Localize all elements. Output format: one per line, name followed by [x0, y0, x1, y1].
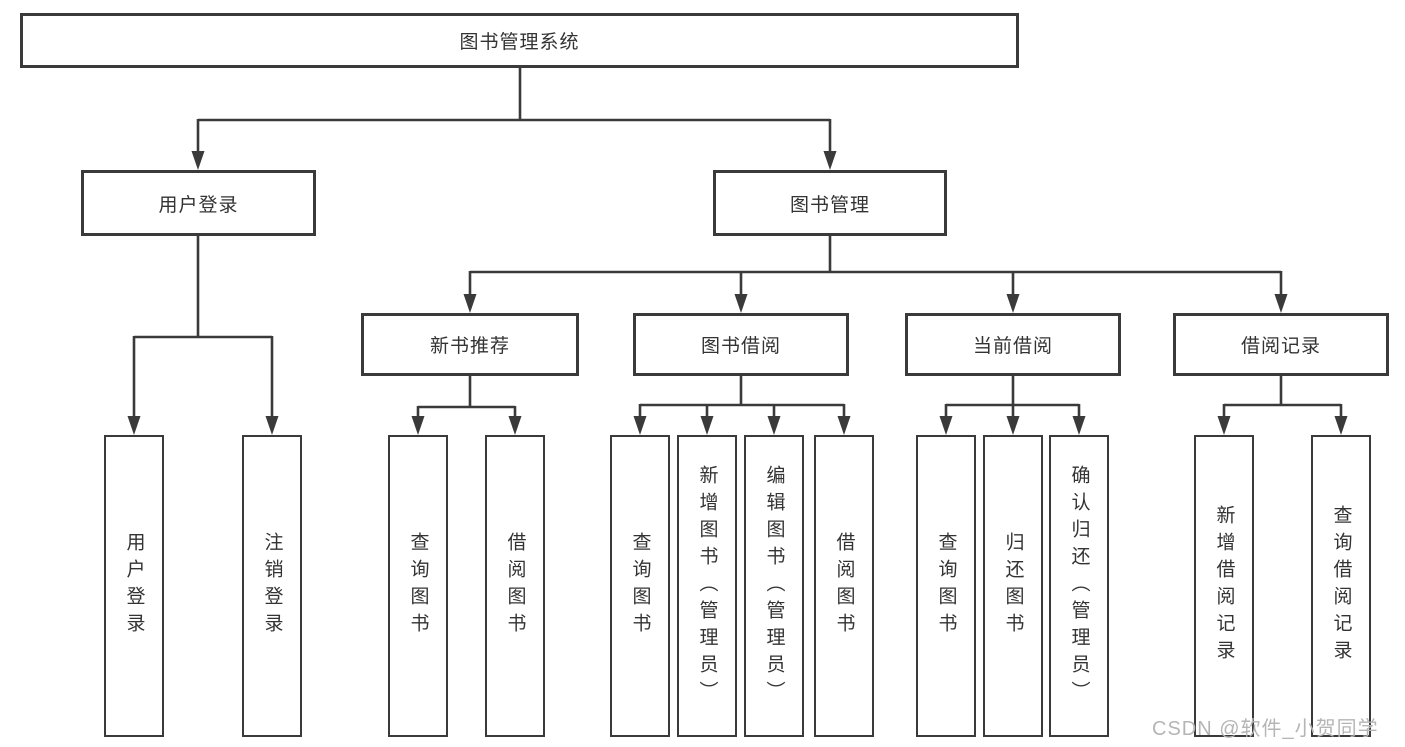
node-user-login-branch: 用户登录 — [81, 170, 316, 236]
node-label: 图书借阅 — [700, 336, 781, 357]
leaf-label: 查询图书 — [935, 532, 957, 640]
leaf-borrow-books: 借阅图书 — [814, 435, 874, 737]
leaf-query-books: 查询图书 — [388, 435, 448, 737]
leaf-label: 注销登录 — [261, 532, 283, 640]
csdn-watermark: CSDN @软件_小贺同学 — [1152, 718, 1379, 740]
node-label: 图书管理 — [789, 194, 870, 216]
node-label: 新书推荐 — [429, 336, 510, 357]
leaf-query-borrow-record: 查询借阅记录 — [1311, 435, 1371, 737]
leaf-edit-book-admin: 编辑图书（管理员） — [744, 435, 804, 737]
leaf-add-borrow-record: 新增借阅记录 — [1194, 435, 1254, 737]
leaf-label: 借阅图书 — [504, 532, 526, 640]
node-borrowing-records: 借阅记录 — [1173, 313, 1389, 376]
leaf-label: 借阅图书 — [833, 532, 855, 640]
node-book-borrowing: 图书借阅 — [633, 313, 849, 376]
leaf-user-login: 用户登录 — [104, 435, 164, 737]
leaf-label: 查询图书 — [629, 532, 651, 640]
leaf-label: 新增借阅记录 — [1213, 505, 1235, 667]
leaf-query-books: 查询图书 — [916, 435, 976, 737]
leaf-query-books: 查询图书 — [610, 435, 670, 737]
leaf-label: 查询借阅记录 — [1330, 505, 1352, 667]
node-book-management-branch: 图书管理 — [713, 170, 947, 236]
node-label: 当前借阅 — [972, 336, 1053, 357]
leaf-borrow-books: 借阅图书 — [485, 435, 545, 737]
leaf-label: 用户登录 — [123, 532, 145, 640]
node-library-management-system: 图书管理系统 — [20, 13, 1019, 68]
node-label: 用户登录 — [158, 194, 239, 216]
leaf-return-books: 归还图书 — [983, 435, 1043, 737]
node-new-book-recommendation: 新书推荐 — [361, 313, 579, 376]
leaf-logout: 注销登录 — [242, 435, 302, 737]
leaf-label: 新增图书（管理员） — [696, 464, 718, 708]
arrowheads — [127, 151, 1348, 435]
node-label: 借阅记录 — [1240, 336, 1321, 357]
leaf-label: 编辑图书（管理员） — [763, 464, 785, 708]
leaf-add-book-admin: 新增图书（管理员） — [677, 435, 737, 737]
node-label: 图书管理系统 — [459, 32, 580, 53]
leaf-label: 归还图书 — [1002, 532, 1024, 640]
leaf-label: 查询图书 — [407, 532, 429, 640]
node-current-borrowing: 当前借阅 — [905, 313, 1121, 376]
leaf-confirm-return-admin: 确认归还（管理员） — [1049, 435, 1109, 737]
leaf-label: 确认归还（管理员） — [1068, 464, 1090, 708]
